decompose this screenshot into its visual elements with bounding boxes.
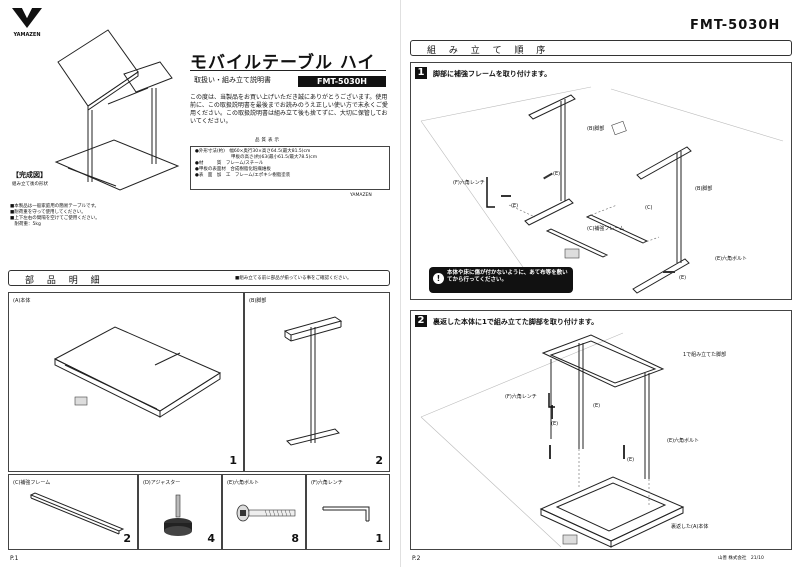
spec-line: ●材 質 フレーム/スチール (195, 161, 264, 166)
diagram-label: (E) (551, 421, 559, 427)
intro-text: この度は、当製品をお買い上げいただき誠にありがとうございます。使用前に、この取扱… (190, 94, 388, 125)
part-label: (E)六角ボルト (227, 480, 260, 486)
assembly-section-header: 組 み 立 て 順 序 (410, 40, 792, 56)
note-line: ■上下左右の間隔を空けてご使用ください。 (10, 216, 100, 221)
spec-title: 品質表示 (255, 138, 281, 143)
reinforcement-bar-illustration (29, 492, 125, 535)
footer-credit: 山善 株式会社 21/10 (718, 556, 764, 561)
diagram-label: 1で組み立てた脚部 (683, 352, 727, 358)
part-box-d: (D)アジャスター 4 (138, 474, 222, 550)
completed-table-illustration (54, 29, 180, 191)
step-title: 脚部に補強フレームを取り付けます。 (433, 70, 552, 78)
warning-text: 本体や床に傷が付かないように、あて布等を敷いてから行ってください。 (447, 270, 568, 283)
part-qty: 2 (123, 532, 131, 545)
brand-logo: YAMAZEN (10, 6, 44, 38)
yamazen-logo-icon (12, 8, 42, 28)
model-badge: FMT-5030H (298, 76, 386, 87)
step-1-panel: 1 脚部に補強フレームを取り付けます。 (410, 62, 792, 300)
warning-icon: ! (433, 273, 444, 284)
part-label: (F)六角レンチ (311, 480, 343, 486)
parts-section-header: 部 品 明 細 ■組み立てる前に部品が揃っている事をご確認ください。 (8, 270, 390, 286)
model-number-header: FMT-5030H (690, 18, 781, 33)
step-number: 2 (415, 315, 427, 327)
page-number-right: P.2 (412, 555, 421, 562)
diagram-label: (E)六角ボルト (667, 438, 700, 444)
diagram-label: (E) (511, 203, 519, 209)
parts-note: ■組み立てる前に部品が揃っている事をご確認ください。 (235, 276, 352, 281)
warning-box: ! 本体や床に傷が付かないように、あて布等を敷いてから行ってください。 (429, 267, 573, 293)
assembly-section-title: 組 み 立 て 順 序 (427, 46, 551, 56)
step-title: 裏返した本体に1で組み立てた脚部を取り付けます。 (433, 318, 599, 326)
diagram-label: (C) (645, 205, 653, 211)
diagram-label: (E)六角ボルト (715, 256, 748, 262)
product-subtitle: 取扱い・組み立て説明書 (194, 76, 271, 84)
hex-wrench-illustration (322, 506, 370, 522)
diagram-label: (B)脚部 (695, 186, 713, 192)
diagram-label: 裏返した(A)本体 (671, 524, 709, 530)
part-label: (A)本体 (13, 298, 31, 304)
part-qty: 2 (375, 454, 383, 467)
step-2-diagram (420, 332, 685, 548)
part-box-b: (B)脚部 2 (244, 292, 390, 472)
brand-name: YAMAZEN (13, 32, 41, 38)
completed-label: 【完成図】 (12, 171, 47, 179)
step-1-diagram (420, 86, 784, 294)
tabletop-illustration (53, 326, 222, 418)
diagram-label: (E) (553, 171, 561, 177)
spec-line: ●表 面 加 工 フレーム/エポキシ樹脂塗装 (195, 173, 291, 178)
part-label: (B)脚部 (249, 298, 267, 304)
spec-line: ●甲板の表面材 合成樹脂化粧繊維板 (195, 167, 271, 172)
part-qty: 1 (229, 454, 237, 467)
page-number-left: P.1 (10, 555, 19, 562)
part-box-e: (E)六角ボルト 8 (222, 474, 306, 550)
diagram-label: (F)六角レンチ (505, 394, 537, 400)
note-line: 耐荷重：5kg (10, 222, 41, 227)
spec-line: 甲板の高さ(約)63(最小61.5/最大78.5)cm (195, 155, 318, 160)
diagram-label: (E) (679, 275, 687, 281)
product-title: モバイルテーブル ハイ (190, 53, 376, 73)
part-qty: 4 (207, 532, 215, 545)
diagram-label: (C)補強フレーム (587, 226, 625, 232)
parts-section-title: 部 品 明 細 (25, 276, 105, 286)
part-box-c: (C)補強フレーム 2 (8, 474, 138, 550)
diagram-label: (E) (627, 457, 635, 463)
spec-table: ●外形寸法(約) 幅60×奥行30×高さ64.5(最大81.5)cm 甲板の高さ… (190, 146, 390, 190)
part-qty: 8 (291, 532, 299, 545)
part-qty: 1 (375, 532, 383, 545)
leg-frame-illustration (283, 316, 343, 446)
part-box-f: (F)六角レンチ 1 (306, 474, 390, 550)
step-2-panel: 2 裏返した本体に1で組み立てた脚部を取り付けます。 1で組み立てた脚部 (F)… (410, 310, 792, 550)
adjuster-illustration (164, 494, 192, 536)
step-number: 1 (415, 67, 427, 79)
spec-line: ●外形寸法(約) 幅60×奥行30×高さ64.5(最大81.5)cm (195, 149, 311, 154)
diagram-label: (F)六角レンチ (453, 180, 485, 186)
note-line: ■耐荷重を守って使用してください。 (10, 210, 86, 215)
part-box-a: (A)本体 1 (8, 292, 244, 472)
part-label: (D)アジャスター (143, 480, 181, 486)
part-label: (C)補強フレーム (13, 480, 51, 486)
diagram-label: (E) (593, 403, 601, 409)
completed-note: 組み立て後の形状 (12, 182, 48, 187)
maker-name: YAMAZEN (350, 193, 372, 198)
usage-notes: ■本製品は一般家庭用の簡易テーブルです。 ■耐荷重を守って使用してください。 ■… (10, 204, 130, 228)
note-line: ■本製品は一般家庭用の簡易テーブルです。 (10, 204, 100, 209)
diagram-label: (B)脚部 (587, 126, 605, 132)
hex-bolt-illustration (236, 504, 296, 522)
